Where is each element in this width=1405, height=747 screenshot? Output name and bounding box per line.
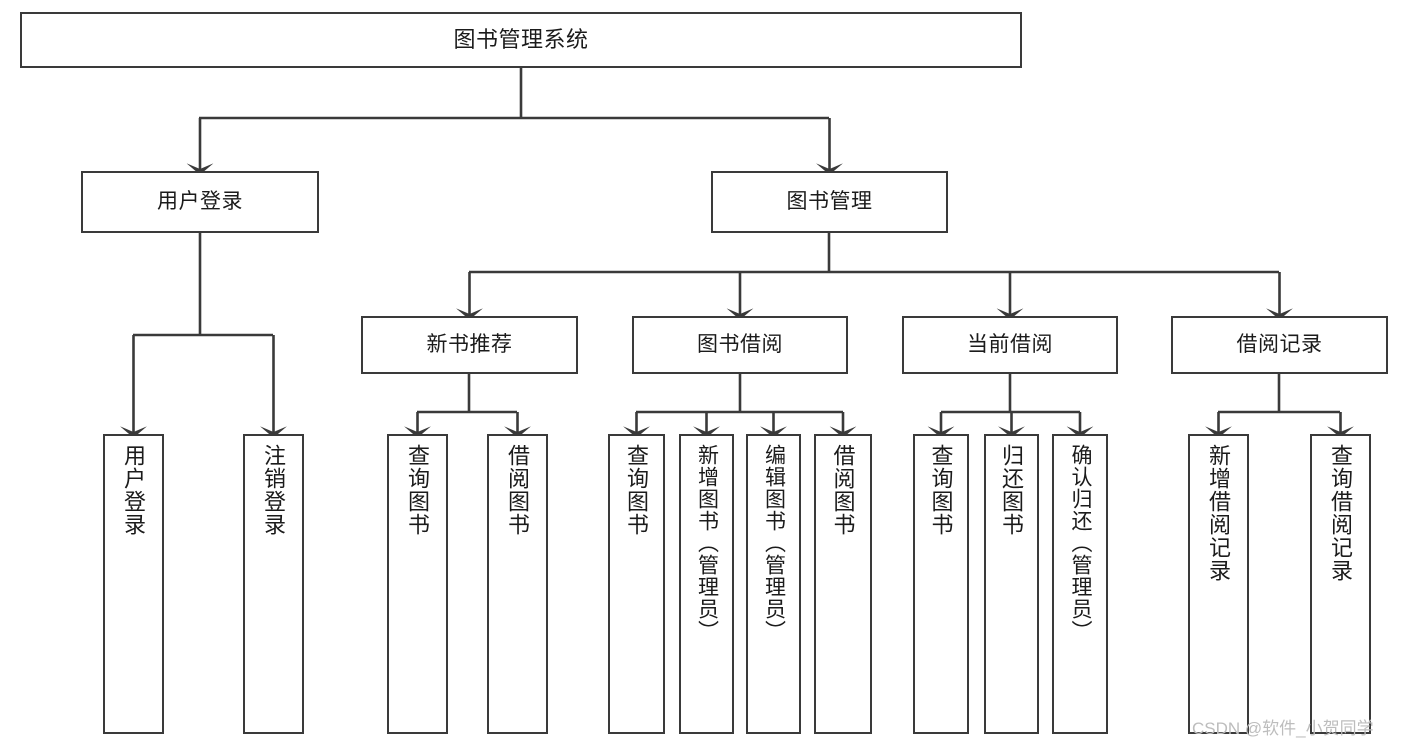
- leaf-edit-book-admin[interactable]: 编辑图书（管理员）: [746, 434, 801, 734]
- node-label: 查询图书: [624, 444, 650, 536]
- leaf-query-book-borrowing[interactable]: 查询图书: [608, 434, 665, 734]
- node-book-management[interactable]: 图书管理: [711, 171, 948, 233]
- node-current-borrowing[interactable]: 当前借阅: [902, 316, 1118, 374]
- node-user-login[interactable]: 用户登录: [81, 171, 319, 233]
- node-borrowing-records[interactable]: 借阅记录: [1171, 316, 1388, 374]
- leaf-query-book-newbook[interactable]: 查询图书: [387, 434, 448, 734]
- node-label: 借阅图书: [830, 444, 856, 536]
- node-label: 用户登录: [121, 444, 147, 536]
- node-new-book-recommend[interactable]: 新书推荐: [361, 316, 578, 374]
- node-label: 当前借阅: [967, 332, 1053, 356]
- leaf-query-borrow-record[interactable]: 查询借阅记录: [1310, 434, 1371, 734]
- node-label: 查询图书: [928, 444, 954, 536]
- node-label: 查询借阅记录: [1328, 444, 1354, 582]
- leaf-confirm-return-admin[interactable]: 确认归还（管理员）: [1052, 434, 1108, 734]
- node-label: 图书管理: [786, 189, 873, 213]
- node-label: 图书管理系统: [453, 27, 589, 53]
- node-label: 新增借阅记录: [1206, 444, 1232, 582]
- leaf-query-book-current[interactable]: 查询图书: [913, 434, 969, 734]
- node-root-system[interactable]: 图书管理系统: [20, 12, 1022, 68]
- node-label: 确认归还（管理员）: [1069, 444, 1093, 642]
- leaf-add-book-admin[interactable]: 新增图书（管理员）: [679, 434, 734, 734]
- node-label: 用户登录: [157, 189, 243, 213]
- node-label: 注销登录: [261, 444, 287, 536]
- leaf-user-login[interactable]: 用户登录: [103, 434, 164, 734]
- node-label: 归还图书: [999, 444, 1025, 536]
- node-label: 查询图书: [405, 444, 431, 536]
- node-label: 编辑图书（管理员）: [762, 444, 786, 642]
- node-label: 新书推荐: [426, 332, 513, 356]
- leaf-return-book[interactable]: 归还图书: [984, 434, 1039, 734]
- node-book-borrowing[interactable]: 图书借阅: [632, 316, 848, 374]
- node-label: 借阅图书: [505, 444, 531, 536]
- node-label: 借阅记录: [1236, 332, 1323, 356]
- leaf-add-borrow-record[interactable]: 新增借阅记录: [1188, 434, 1249, 734]
- node-label: 图书借阅: [697, 332, 783, 356]
- leaf-logout[interactable]: 注销登录: [243, 434, 304, 734]
- leaf-borrow-book-borrowing[interactable]: 借阅图书: [814, 434, 872, 734]
- node-label: 新增图书（管理员）: [695, 444, 719, 642]
- leaf-borrow-book-newbook[interactable]: 借阅图书: [487, 434, 548, 734]
- watermark-credit: CSDN @软件_小贺同学: [1192, 719, 1374, 738]
